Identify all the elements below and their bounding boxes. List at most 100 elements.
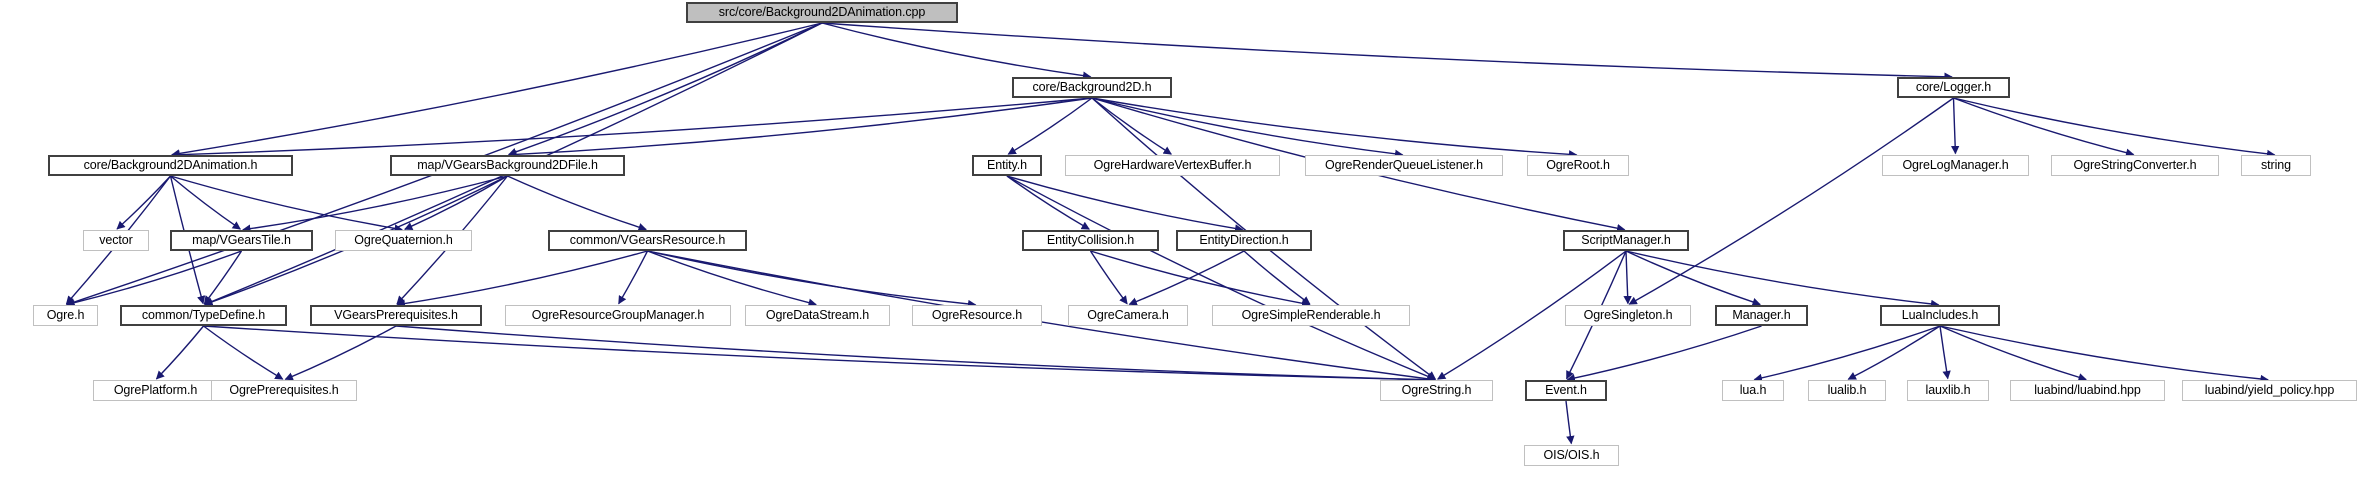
- graph-edge-vgresource-to-vgprereq: [396, 250, 648, 308]
- graph-node-luabindhpp[interactable]: luabind/luabind.hpp: [2010, 380, 2165, 401]
- graph-node-label: core/Background2DAnimation.h: [83, 158, 258, 173]
- graph-edge-typedefine-to-ogrestring: [203, 325, 1436, 384]
- graph-edge-vgtile-to-typedefine: [203, 250, 243, 305]
- graph-edge-bg2danim-to-vgtile: [170, 175, 241, 230]
- graph-node-label: OgrePlatform.h: [113, 383, 198, 398]
- graph-node-ogreh[interactable]: Ogre.h: [33, 305, 98, 326]
- graph-node-ogresingleton[interactable]: OgreSingleton.h: [1565, 305, 1691, 326]
- graph-node-lauxlib[interactable]: lauxlib.h: [1907, 380, 1989, 401]
- graph-edge-vgtile-to-ogreh: [66, 250, 242, 307]
- graph-node-ogrequat[interactable]: OgreQuaternion.h: [335, 230, 472, 251]
- graph-node-label: core/Background2D.h: [1032, 80, 1152, 95]
- graph-edge-typedefine-to-ogreprereq: [203, 325, 284, 380]
- graph-node-manager[interactable]: Manager.h: [1715, 305, 1808, 326]
- graph-node-vgbg2dfile[interactable]: map/VGearsBackground2DFile.h: [390, 155, 625, 176]
- graph-node-label: luabind/luabind.hpp: [2034, 383, 2141, 398]
- graph-node-label: lua.h: [1739, 383, 1767, 398]
- graph-node-label: VGearsPrerequisites.h: [334, 308, 458, 323]
- graph-edge-root-to-bg2danim: [171, 22, 823, 158]
- graph-node-label: OgreResource.h: [931, 308, 1023, 323]
- graph-node-ogrerql[interactable]: OgreRenderQueueListener.h: [1305, 155, 1503, 176]
- graph-node-event[interactable]: Event.h: [1525, 380, 1607, 401]
- graph-node-label: vector: [99, 233, 133, 248]
- graph-node-bg2d[interactable]: core/Background2D.h: [1012, 77, 1172, 98]
- graph-node-label: OIS/OIS.h: [1543, 448, 1600, 463]
- graph-edge-bg2d-to-vgbg2dfile: [508, 97, 1093, 159]
- graph-edge-entity-to-entitycoll: [1006, 175, 1090, 230]
- graph-edge-event-to-oisois: [1565, 400, 1575, 445]
- graph-edge-bg2d-to-entity: [1007, 97, 1093, 155]
- graph-node-vector[interactable]: vector: [83, 230, 149, 251]
- graph-node-luabindyield[interactable]: luabind/yield_policy.hpp: [2182, 380, 2357, 401]
- graph-node-typedefine[interactable]: common/TypeDefine.h: [120, 305, 287, 326]
- graph-edge-logger-to-string: [1953, 97, 2276, 159]
- graph-node-label: lauxlib.h: [1925, 383, 1971, 398]
- graph-edge-logger-to-ogrestrconv: [1953, 97, 2135, 157]
- graph-node-ogrelogmgr[interactable]: OgreLogManager.h: [1882, 155, 2029, 176]
- graph-edge-vgbg2dfile-to-vgtile: [242, 175, 508, 233]
- graph-node-ogrergm[interactable]: OgreResourceGroupManager.h: [505, 305, 731, 326]
- graph-edge-bg2d-to-ogrerql: [1091, 97, 1404, 158]
- graph-node-label: OgreString.h: [1401, 383, 1472, 398]
- graph-edge-luaincludes-to-lualib: [1847, 325, 1941, 380]
- graph-node-label: src/core/Background2DAnimation.cpp: [718, 5, 926, 20]
- graph-node-entitydir[interactable]: EntityDirection.h: [1176, 230, 1312, 251]
- graph-node-root[interactable]: src/core/Background2DAnimation.cpp: [686, 2, 958, 23]
- graph-edge-entitycoll-to-ogrecamera: [1089, 250, 1128, 305]
- graph-node-ogrestrconv[interactable]: OgreStringConverter.h: [2051, 155, 2219, 176]
- graph-node-vgtile[interactable]: map/VGearsTile.h: [170, 230, 313, 251]
- graph-node-scriptmgr[interactable]: ScriptManager.h: [1563, 230, 1689, 251]
- graph-node-vgprereq[interactable]: VGearsPrerequisites.h: [310, 305, 482, 326]
- graph-node-ogrehwvb[interactable]: OgreHardwareVertexBuffer.h: [1065, 155, 1280, 176]
- graph-edge-root-to-bg2d: [821, 22, 1092, 80]
- graph-node-label: OgreLogManager.h: [1902, 158, 2009, 173]
- graph-node-entity[interactable]: Entity.h: [972, 155, 1042, 176]
- graph-node-oisois[interactable]: OIS/OIS.h: [1524, 445, 1619, 466]
- graph-node-lualib[interactable]: lualib.h: [1808, 380, 1886, 401]
- graph-edge-scriptmgr-to-manager: [1625, 250, 1761, 307]
- graph-node-ogreprereq[interactable]: OgrePrerequisites.h: [211, 380, 357, 401]
- graph-node-vgresource[interactable]: common/VGearsResource.h: [548, 230, 747, 251]
- graph-edge-vgresource-to-ogreresource: [647, 250, 977, 309]
- graph-node-label: Entity.h: [987, 158, 1027, 173]
- graph-edge-scriptmgr-to-luaincludes: [1625, 250, 1940, 309]
- graph-node-label: OgreRoot.h: [1546, 158, 1610, 173]
- graph-node-label: EntityDirection.h: [1199, 233, 1289, 248]
- graph-edge-entity-to-ogrestring: [1006, 175, 1436, 381]
- graph-edge-bg2d-to-ogrehwvb: [1091, 97, 1172, 155]
- graph-node-label: map/VGearsTile.h: [192, 233, 291, 248]
- graph-node-label: map/VGearsBackground2DFile.h: [417, 158, 598, 173]
- graph-node-ogredatastream[interactable]: OgreDataStream.h: [745, 305, 890, 326]
- graph-node-label: luabind/yield_policy.hpp: [2204, 383, 2335, 398]
- graph-node-ogreplatform[interactable]: OgrePlatform.h: [93, 380, 218, 401]
- graph-node-ogreroot[interactable]: OgreRoot.h: [1527, 155, 1629, 176]
- graph-node-label: LuaIncludes.h: [1901, 308, 1979, 323]
- graph-edge-vgbg2dfile-to-vgresource: [507, 175, 647, 232]
- graph-node-label: Manager.h: [1732, 308, 1791, 323]
- graph-node-label: EntityCollision.h: [1046, 233, 1135, 248]
- graph-node-ogrestring[interactable]: OgreString.h: [1380, 380, 1493, 401]
- graph-edge-vgprereq-to-ogrestring: [395, 325, 1436, 384]
- graph-edge-scriptmgr-to-ogresingleton: [1623, 250, 1632, 305]
- graph-edge-entity-to-entitydir: [1006, 175, 1244, 233]
- graph-edge-bg2d-to-ogreroot: [1091, 97, 1578, 159]
- graph-node-ogreresource[interactable]: OgreResource.h: [912, 305, 1042, 326]
- graph-node-bg2danim[interactable]: core/Background2DAnimation.h: [48, 155, 293, 176]
- graph-edge-luaincludes-to-luabindhpp: [1939, 325, 2087, 382]
- graph-node-ogrecamera[interactable]: OgreCamera.h: [1068, 305, 1188, 326]
- graph-edge-logger-to-ogresingleton: [1628, 97, 1954, 305]
- graph-edge-entitycoll-to-ogresimplerend: [1090, 250, 1311, 308]
- graph-node-label: OgreSimpleRenderable.h: [1241, 308, 1381, 323]
- graph-node-entitycoll[interactable]: EntityCollision.h: [1022, 230, 1159, 251]
- graph-node-string[interactable]: string: [2241, 155, 2311, 176]
- graph-edge-entitydir-to-ogrecamera: [1128, 250, 1245, 306]
- graph-node-logger[interactable]: core/Logger.h: [1897, 77, 2010, 98]
- graph-edge-luaincludes-to-luabindyield: [1939, 325, 2269, 384]
- graph-node-luaincludes[interactable]: LuaIncludes.h: [1880, 305, 2000, 326]
- graph-node-ogresimplerend[interactable]: OgreSimpleRenderable.h: [1212, 305, 1410, 326]
- graph-node-label: OgreResourceGroupManager.h: [531, 308, 705, 323]
- graph-edge-bg2danim-to-vector: [116, 175, 172, 230]
- graph-node-label: OgreCamera.h: [1087, 308, 1169, 323]
- graph-node-lua[interactable]: lua.h: [1722, 380, 1784, 401]
